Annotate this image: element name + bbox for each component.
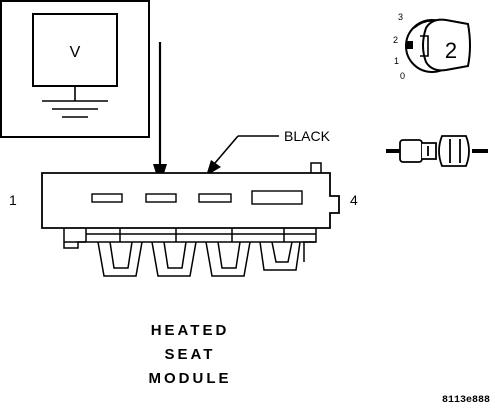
terminal-cavity xyxy=(145,193,177,203)
ignition-key-icon xyxy=(422,18,471,72)
ignition-position-label: 2 xyxy=(393,35,398,45)
figure-id: 8113e888 xyxy=(442,395,490,406)
connector-body xyxy=(41,172,340,229)
voltmeter-panel: V xyxy=(0,0,150,138)
seat-module-connector xyxy=(41,162,340,277)
ignition-position-label: 3 xyxy=(398,12,403,22)
terminal-cavity xyxy=(91,193,123,203)
ignition-position-label: 0 xyxy=(400,71,405,81)
ground-icon xyxy=(42,86,108,118)
ignition-position-label: 1 xyxy=(394,56,399,66)
component-name-line: SEAT xyxy=(165,346,216,363)
wire-color-callout: BLACK xyxy=(206,128,331,176)
component-name-line: HEATED xyxy=(151,322,230,339)
voltmeter-label: V xyxy=(70,44,81,61)
connector-lower-shroud xyxy=(63,228,317,277)
ignition-switch-icon: 3 2 1 0 2 xyxy=(393,12,471,81)
component-name-line: MODULE xyxy=(149,370,232,387)
probe-arrow xyxy=(153,42,167,186)
terminal-cavity xyxy=(251,190,303,205)
component-name: HEATED SEAT MODULE xyxy=(149,322,232,387)
ignition-pointer xyxy=(407,41,413,49)
callout-arrowhead xyxy=(206,160,221,176)
terminal-cavity xyxy=(198,193,232,203)
disconnected-connector-icon xyxy=(386,135,488,167)
pin-4-label: 4 xyxy=(350,192,358,208)
voltmeter-frame xyxy=(0,0,150,138)
pin-1-label: 1 xyxy=(9,192,17,208)
wire-color-label: BLACK xyxy=(284,128,331,144)
ignition-selected-position: 2 xyxy=(445,38,457,63)
